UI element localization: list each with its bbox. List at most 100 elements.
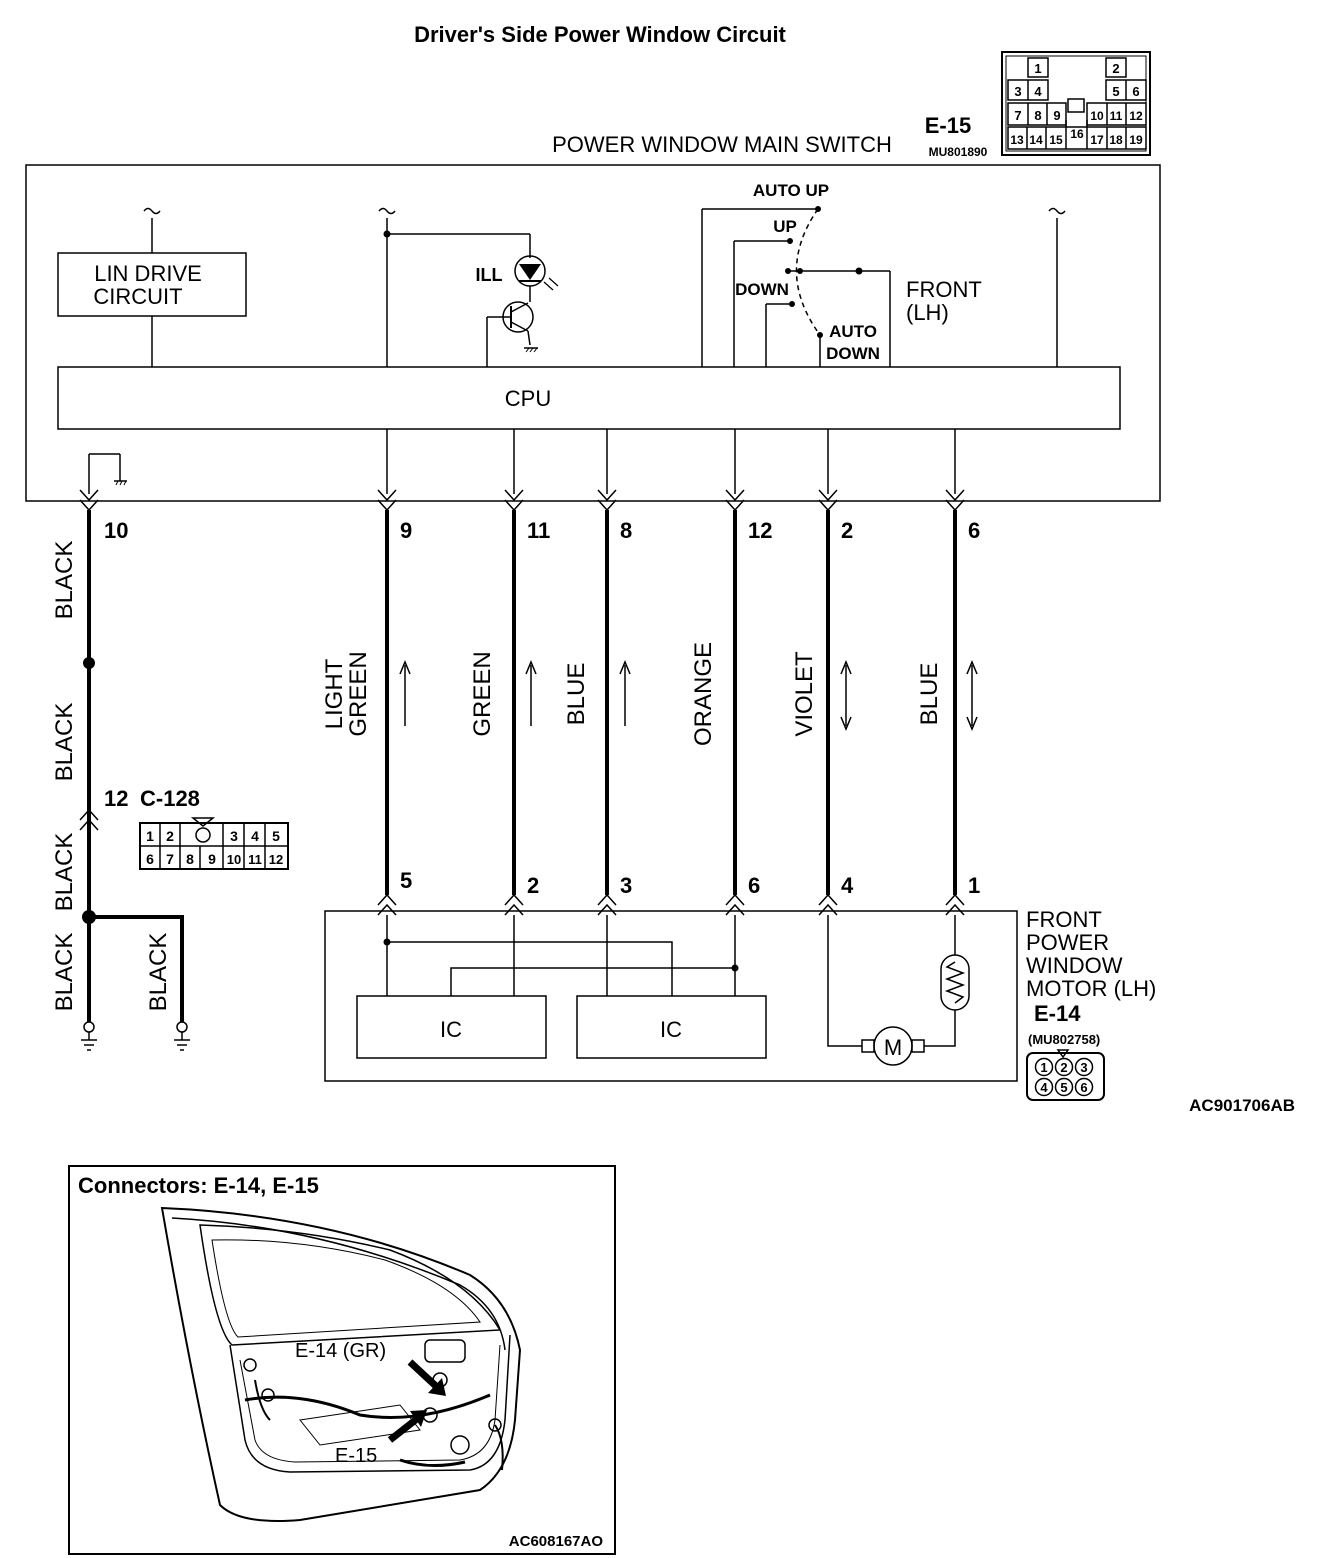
connector-location-title: Connectors: E-14, E-15 bbox=[78, 1173, 319, 1198]
e15-connector-face: 1 2 3 4 5 6 7 8 9 10 11 12 13 14 1 bbox=[1001, 51, 1151, 156]
e15-pin-number: 11 bbox=[527, 518, 550, 543]
c128-pin: 2 bbox=[166, 828, 174, 844]
auto-down-label: AUTO bbox=[829, 322, 877, 341]
e15-pin: 18 bbox=[1109, 133, 1123, 147]
e15-pin: 5 bbox=[1112, 84, 1119, 99]
location-figure-code: AC608167AO bbox=[509, 1533, 604, 1550]
e15-pin-number: 8 bbox=[620, 518, 632, 543]
motor-symbol-label: M bbox=[884, 1035, 902, 1060]
c128-connector-face bbox=[139, 817, 289, 870]
internal-ground-pin10 bbox=[88, 453, 127, 494]
c128-pin-number: 12 bbox=[104, 786, 128, 811]
diagram-title: Driver's Side Power Window Circuit bbox=[414, 22, 786, 47]
wire-color-label: BLACK bbox=[51, 541, 78, 620]
c128-pin: 10 bbox=[227, 852, 241, 867]
e15-pin: 15 bbox=[1049, 133, 1063, 147]
motor-name: POWER bbox=[1026, 930, 1109, 955]
ic-box-2 bbox=[576, 995, 767, 1059]
e14-pin-number: 4 bbox=[841, 873, 854, 898]
auto-up-label: AUTO UP bbox=[753, 181, 829, 200]
wire-color-label: BLACK bbox=[145, 933, 172, 1012]
connector-location-panel bbox=[68, 1165, 616, 1555]
e15-location-label: E-15 bbox=[335, 1445, 377, 1467]
e15-pin: 13 bbox=[1010, 133, 1024, 147]
e15-pin: 1 bbox=[1034, 61, 1041, 76]
e15-pin: 7 bbox=[1014, 108, 1021, 123]
e14-pin-number: 2 bbox=[527, 873, 539, 898]
cpu-output-lines bbox=[386, 429, 956, 494]
front-power-window-motor-box bbox=[324, 910, 1018, 1082]
e15-pin: 12 bbox=[1129, 109, 1143, 123]
figure-code: AC901706AB bbox=[1189, 1096, 1295, 1115]
power-window-main-switch-box bbox=[25, 164, 1161, 502]
front-lh-window-switch bbox=[701, 206, 891, 367]
e15-pin: 2 bbox=[1112, 61, 1119, 76]
e15-pin: 9 bbox=[1053, 108, 1060, 123]
lin-drive-label: LIN DRIVE bbox=[94, 261, 202, 286]
e14-location-label: E-14 (GR) bbox=[295, 1340, 386, 1362]
signal-direction-arrows bbox=[399, 660, 978, 731]
e15-pin: 14 bbox=[1029, 133, 1043, 147]
wire-color-label: LIGHT bbox=[321, 658, 348, 729]
e14-connector-id: E-14 bbox=[1034, 1001, 1081, 1026]
ill-label: ILL bbox=[476, 265, 503, 285]
e15-pin-number: 6 bbox=[968, 518, 980, 543]
e14-pin-number: 6 bbox=[748, 873, 760, 898]
e14-pin: 4 bbox=[1040, 1080, 1048, 1095]
motor-name: WINDOW bbox=[1026, 953, 1123, 978]
motor-internal-wiring bbox=[383, 915, 970, 1066]
up-label: UP bbox=[773, 217, 797, 236]
e15-pin: 3 bbox=[1014, 84, 1021, 99]
front-lh-label: (LH) bbox=[906, 300, 949, 325]
e14-pin: 2 bbox=[1060, 1060, 1067, 1075]
e14-connector-face bbox=[1026, 1049, 1105, 1101]
e15-pin: 16 bbox=[1070, 127, 1084, 141]
e14-pin: 1 bbox=[1040, 1060, 1047, 1075]
lin-drive-label: CIRCUIT bbox=[93, 284, 182, 309]
e14-pin: 5 bbox=[1060, 1080, 1067, 1095]
e14-pin: 3 bbox=[1080, 1060, 1087, 1075]
ic-box-1 bbox=[356, 995, 547, 1059]
c128-pin: 1 bbox=[146, 828, 154, 844]
c128-pin: 7 bbox=[166, 851, 174, 867]
motor-name: MOTOR (LH) bbox=[1026, 976, 1156, 1001]
e15-pin-number: 10 bbox=[104, 518, 128, 543]
wire-color-label: BLUE bbox=[916, 663, 943, 726]
e14-pin-number: 1 bbox=[968, 873, 980, 898]
c128-terminal-mark bbox=[79, 808, 99, 831]
wire-color-label: ORANGE bbox=[690, 642, 717, 746]
motor-name: FRONT bbox=[1026, 907, 1102, 932]
ic-label: IC bbox=[660, 1017, 682, 1042]
harness-wires bbox=[82, 510, 957, 1022]
front-lh-label: FRONT bbox=[906, 277, 982, 302]
c128-pin: 11 bbox=[248, 852, 262, 867]
c128-connector-id: C-128 bbox=[140, 786, 200, 811]
e14-pin-number: 5 bbox=[400, 868, 412, 893]
e15-part-number: MU801890 bbox=[929, 145, 988, 159]
e15-pin-number: 2 bbox=[841, 518, 853, 543]
wire-color-label: BLUE bbox=[563, 663, 590, 726]
e14-terminal-marks bbox=[377, 893, 965, 916]
switch-name: POWER WINDOW MAIN SWITCH bbox=[552, 132, 892, 157]
wire-color-label: VIOLET bbox=[791, 651, 818, 737]
wire-color-label: BLACK bbox=[51, 833, 78, 912]
c128-pin: 3 bbox=[230, 828, 238, 844]
wire-color-label: GREEN bbox=[469, 651, 496, 736]
wire-color-label: BLACK bbox=[51, 933, 78, 1012]
e15-pin: 4 bbox=[1034, 84, 1042, 99]
illumination-led-circuit bbox=[383, 230, 559, 367]
e15-pin: 6 bbox=[1132, 84, 1139, 99]
c128-pin: 9 bbox=[208, 851, 216, 867]
e15-pin: 11 bbox=[1110, 109, 1123, 123]
e15-pin: 8 bbox=[1034, 108, 1041, 123]
e15-pin: 10 bbox=[1090, 109, 1104, 123]
e15-connector-id: E-15 bbox=[925, 113, 971, 138]
e14-part-number: (MU802758) bbox=[1028, 1032, 1100, 1047]
c128-pin: 4 bbox=[251, 828, 259, 844]
c128-pin: 6 bbox=[146, 851, 154, 867]
cpu-label: CPU bbox=[505, 386, 551, 411]
ic-label: IC bbox=[440, 1017, 462, 1042]
e15-pin: 17 bbox=[1090, 133, 1104, 147]
e14-pin: 6 bbox=[1080, 1080, 1087, 1095]
